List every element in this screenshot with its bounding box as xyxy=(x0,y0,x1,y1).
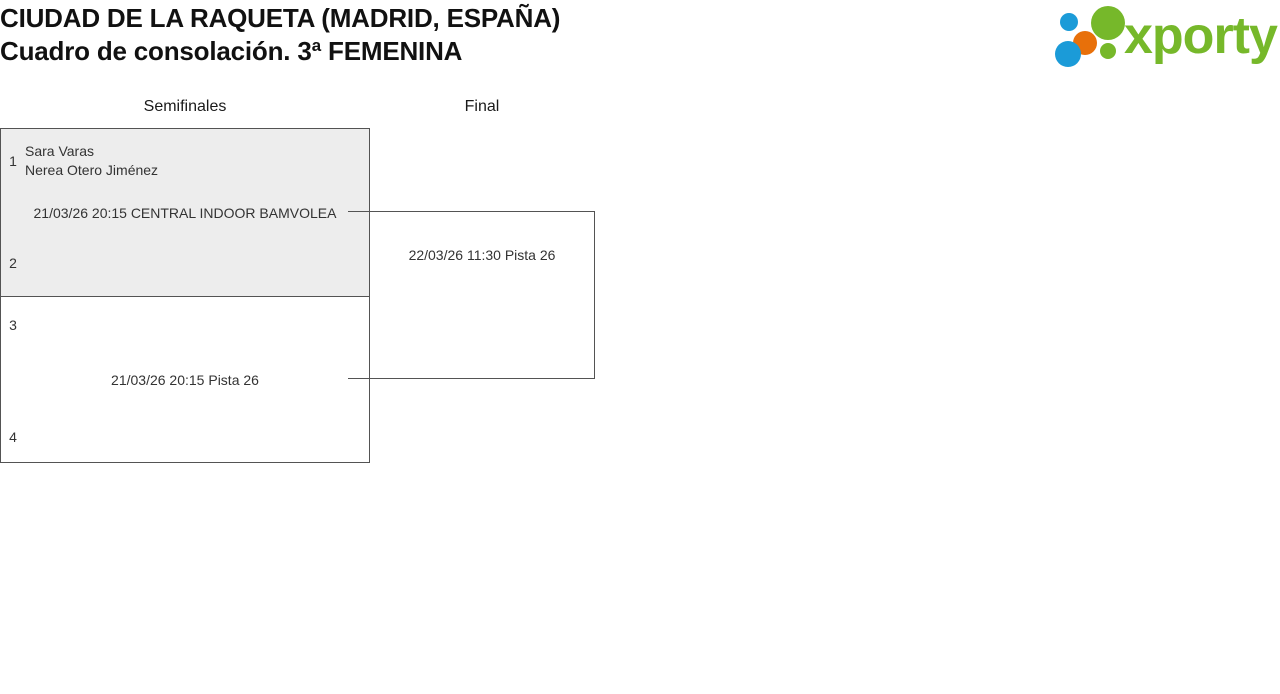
page-header: CIUDAD DE LA RAQUETA (MADRID, ESPAÑA) Cu… xyxy=(0,0,1280,75)
match-schedule-info: 21/03/26 20:15 Pista 26 xyxy=(111,372,259,388)
logo-dot-green-large-icon xyxy=(1091,6,1125,40)
logo-dots-icon xyxy=(1052,5,1128,69)
match-semifinal-1[interactable]: 1 Sara Varas Nerea Otero Jiménez 21/03/2… xyxy=(0,128,370,297)
player-names: Sara Varas Nerea Otero Jiménez xyxy=(25,142,158,180)
page-title: CIUDAD DE LA RAQUETA (MADRID, ESPAÑA) Cu… xyxy=(0,2,900,68)
match-slot-bottom[interactable]: 4 xyxy=(1,425,369,449)
match-semifinal-2[interactable]: 3 21/03/26 20:15 Pista 26 4 xyxy=(0,296,370,463)
match-slot-top[interactable]: 3 xyxy=(1,313,369,337)
player-name: Nerea Otero Jiménez xyxy=(25,162,159,178)
match-slot-bottom[interactable]: 2 xyxy=(1,241,369,285)
round-header-semifinales: Semifinales xyxy=(143,98,227,115)
logo-dot-blue-medium-icon xyxy=(1055,41,1081,67)
logo-wordmark: xporty xyxy=(1124,7,1278,65)
match-slot-top[interactable]: 1 Sara Varas Nerea Otero Jiménez xyxy=(1,139,369,183)
match-final[interactable]: 22/03/26 11:30 Pista 26 xyxy=(369,211,595,379)
round-header-final: Final xyxy=(464,98,500,115)
connector-semifinal-2-to-final xyxy=(348,378,370,379)
connector-semifinal-1-to-final xyxy=(348,211,370,212)
match-schedule-info: 22/03/26 11:30 Pista 26 xyxy=(408,247,556,263)
logo-dot-blue-small-icon xyxy=(1060,13,1078,31)
match-schedule-info: 21/03/26 20:15 CENTRAL INDOOR BAMVOLEA xyxy=(33,205,337,221)
draw-subtitle: Cuadro de consolación. 3ª FEMENINA xyxy=(0,36,463,66)
xporty-logo[interactable]: xporty xyxy=(1046,3,1278,69)
seed-number: 1 xyxy=(9,153,17,169)
seed-number: 2 xyxy=(9,255,17,271)
tournament-name: CIUDAD DE LA RAQUETA (MADRID, ESPAÑA) xyxy=(0,3,561,33)
seed-number: 4 xyxy=(9,429,17,445)
player-name: Sara Varas xyxy=(25,143,94,159)
logo-dot-green-small-icon xyxy=(1100,43,1116,59)
seed-number: 3 xyxy=(9,317,17,333)
